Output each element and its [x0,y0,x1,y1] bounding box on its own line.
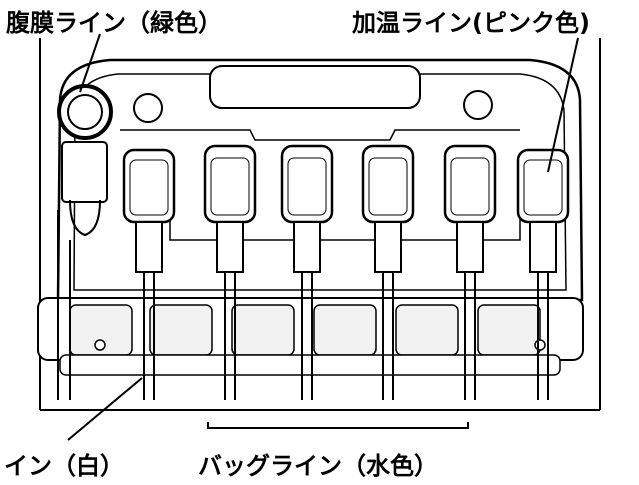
connector-1 [122,93,176,400]
bag-lines-bracket [207,422,469,429]
connector-2 [203,144,257,400]
bag-lines-label: バッグライン（水色） [198,452,438,480]
connector-6 [516,148,570,400]
peritoneal-line-label: 腹膜ライン（緑色） [6,9,222,37]
warming-leader [547,37,579,173]
connector-3 [280,144,334,400]
in-line-label: イン（白） [4,452,124,480]
tray-drawers [37,297,584,376]
in-line-leader [67,377,143,441]
warming-line-label: 加温ライン(ピンク色) [352,9,590,37]
top-handle [209,65,421,109]
peritoneal-leader [79,33,101,93]
connector-4 [361,144,415,400]
peritoneal-clamp [57,84,113,400]
connector-5 [443,90,497,400]
